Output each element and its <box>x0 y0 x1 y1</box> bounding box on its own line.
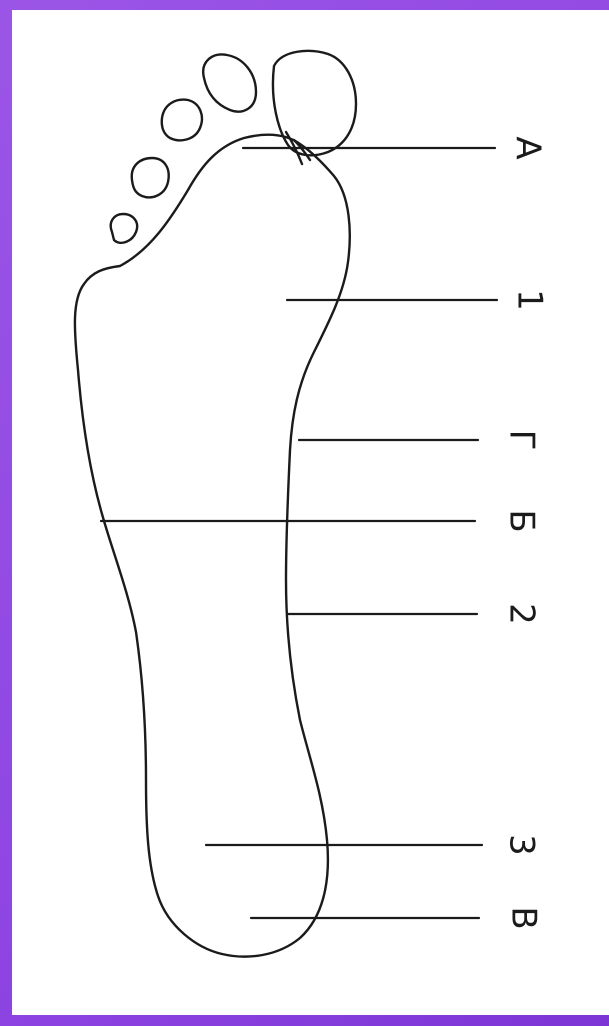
label-3: 3 <box>502 834 542 856</box>
toe-pinky <box>111 214 137 243</box>
label-2: 2 <box>502 603 542 625</box>
label-a: А <box>508 136 548 159</box>
toe-fourth <box>132 158 169 197</box>
big-toe <box>273 51 356 155</box>
label-v: В <box>504 906 544 929</box>
label-1: 1 <box>510 289 550 311</box>
toe-second <box>203 54 256 111</box>
toe-third <box>162 100 202 141</box>
label-b-cyrillic: Б <box>502 509 542 532</box>
sole-outline <box>75 135 350 957</box>
label-g: Г <box>502 430 542 451</box>
